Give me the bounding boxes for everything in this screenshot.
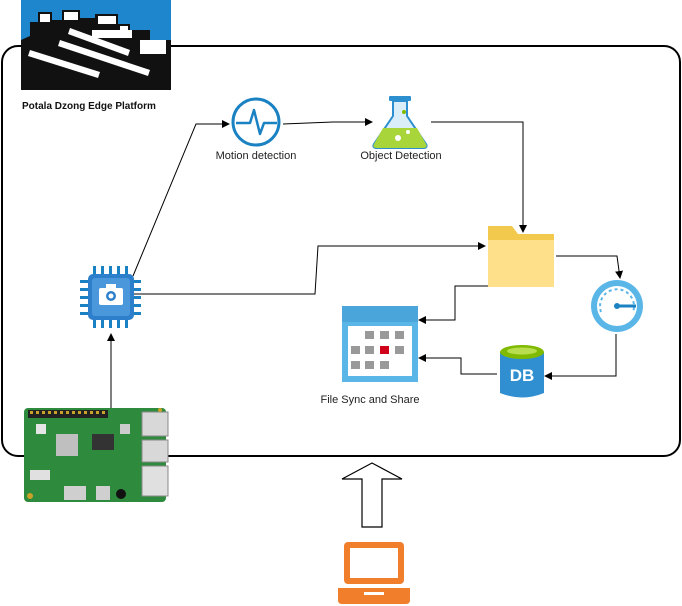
camera-chip-icon [80, 266, 141, 328]
edge-folder-to-filesync [418, 285, 488, 324]
motion-detection-label: Motion detection [215, 150, 297, 162]
edge-platform-boundary [1, 45, 681, 457]
lab-flask-icon [372, 96, 428, 149]
edge-db-to-filesync [418, 354, 497, 375]
raspberry-pi-board-icon [24, 408, 169, 502]
database-icon [500, 345, 544, 398]
access-arrow [341, 462, 403, 528]
laptop-icon [338, 542, 410, 604]
calendar-grid-icon [342, 306, 418, 382]
edge-gauge-to-db [544, 334, 617, 380]
edge-camera-to-motion [132, 120, 230, 277]
edge-object-to-folder [431, 121, 527, 233]
object-detection-label: Object Detection [360, 150, 442, 162]
edge-folder-to-gauge [556, 255, 624, 279]
pulse-monitor-icon [231, 97, 281, 147]
edge-camera-to-folder [133, 242, 486, 295]
platform-title: Potala Dzong Edge Platform [22, 101, 156, 112]
connectors [107, 118, 624, 410]
folder-icon [488, 226, 554, 287]
database-label: DB [509, 366, 535, 385]
gauge-icon [591, 280, 643, 332]
file-sync-label: File Sync and Share [320, 394, 420, 406]
potala-palace-logo [21, 0, 171, 90]
edge-motion-to-object [282, 118, 373, 126]
